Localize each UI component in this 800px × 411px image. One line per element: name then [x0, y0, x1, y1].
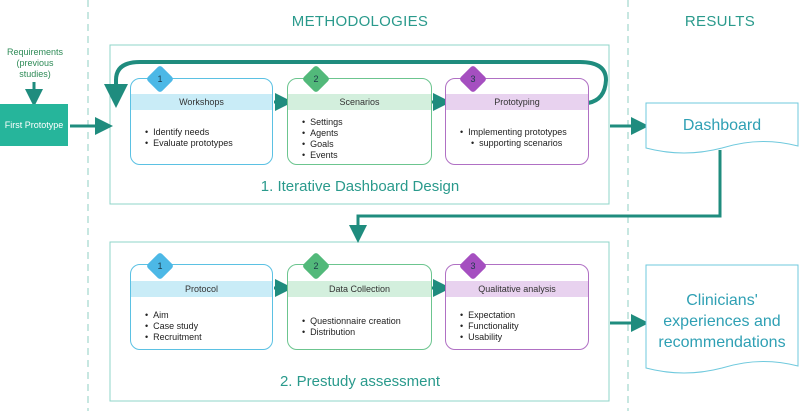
list-item-continuation: supporting scenarios: [479, 138, 563, 148]
clinicians-line-1: Clinicians': [686, 292, 758, 309]
clinicians-line-2: experiences and: [663, 313, 781, 330]
qualitative-analysis-bullets: Expectation Functionality Usability: [460, 310, 519, 343]
list-item: Usability: [460, 332, 519, 343]
requirements-label: Requirements (previous studies): [0, 47, 70, 80]
list-item: Distribution: [302, 327, 401, 338]
list-item: Events: [302, 150, 343, 161]
list-item: Recruitment: [145, 332, 202, 343]
list-item: Settings: [302, 117, 343, 128]
list-item: Implementing prototypes: [460, 127, 567, 138]
step-1-number: 1: [157, 261, 163, 271]
scenarios-band: Scenarios: [288, 94, 431, 110]
list-item: Identify needs: [145, 127, 233, 138]
list-item: Agents: [302, 128, 343, 139]
first-prototype-box: First Prototype: [0, 104, 68, 146]
prototyping-bullets: Implementing prototypes supporting scena…: [460, 127, 567, 149]
step-1-number: 1: [157, 74, 163, 84]
protocol-card: Protocol Aim Case study Recruitment: [130, 264, 273, 350]
workshops-card: Workshops Identify needs Evaluate protot…: [130, 78, 273, 165]
stage1-title: 1. Iterative Dashboard Design: [260, 178, 460, 195]
prototyping-band: Prototyping: [446, 94, 588, 110]
qualitative-analysis-card: Qualitative analysis Expectation Functio…: [445, 264, 589, 350]
data-collection-card: Data Collection Questionnaire creation D…: [287, 264, 432, 350]
data-collection-bullets: Questionnaire creation Distribution: [302, 316, 401, 338]
list-item: supporting scenarios: [460, 138, 567, 149]
data-collection-band: Data Collection: [288, 281, 431, 297]
step-2-number: 2: [313, 74, 319, 84]
iteration-loop-arrow: [104, 60, 609, 108]
list-item: Expectation: [460, 310, 519, 321]
step-3-number: 3: [470, 74, 476, 84]
dashboard-result-shape: [645, 102, 799, 154]
list-item: Functionality: [460, 321, 519, 332]
dashboard-result-label: Dashboard: [682, 117, 762, 134]
requirements-line-1: Requirements: [6, 47, 64, 57]
workshops-bullets: Identify needs Evaluate prototypes: [145, 127, 233, 149]
list-item: Aim: [145, 310, 202, 321]
requirements-line-3: studies): [19, 69, 51, 79]
step-3-number: 3: [470, 261, 476, 271]
prototyping-card: Prototyping Implementing prototypes supp…: [445, 78, 589, 165]
step-2-number: 2: [313, 261, 319, 271]
workshops-band: Workshops: [131, 94, 272, 110]
dashboard-to-stage2-arrow: [349, 150, 722, 243]
list-item: Case study: [145, 321, 202, 332]
list-item: Questionnaire creation: [302, 316, 401, 327]
protocol-band: Protocol: [131, 281, 272, 297]
scenarios-bullets: Settings Agents Goals Events: [302, 117, 343, 161]
clinicians-result-shape: [645, 264, 799, 374]
requirements-line-2: (previous: [16, 58, 54, 68]
results-header: RESULTS: [684, 13, 756, 30]
methodologies-header: METHODOLOGIES: [291, 13, 429, 30]
first-prototype-label: First Prototype: [4, 120, 64, 130]
list-item: Goals: [302, 139, 343, 150]
list-item: Evaluate prototypes: [145, 138, 233, 149]
clinicians-line-3: recommendations: [658, 334, 786, 351]
clinicians-result-label: Clinicians' experiences and recommendati…: [646, 290, 798, 353]
stage2-title: 2. Prestudy assessment: [279, 373, 441, 390]
scenarios-card: Scenarios Settings Agents Goals Events: [287, 78, 432, 165]
qualitative-analysis-band: Qualitative analysis: [446, 281, 588, 297]
protocol-bullets: Aim Case study Recruitment: [145, 310, 202, 343]
